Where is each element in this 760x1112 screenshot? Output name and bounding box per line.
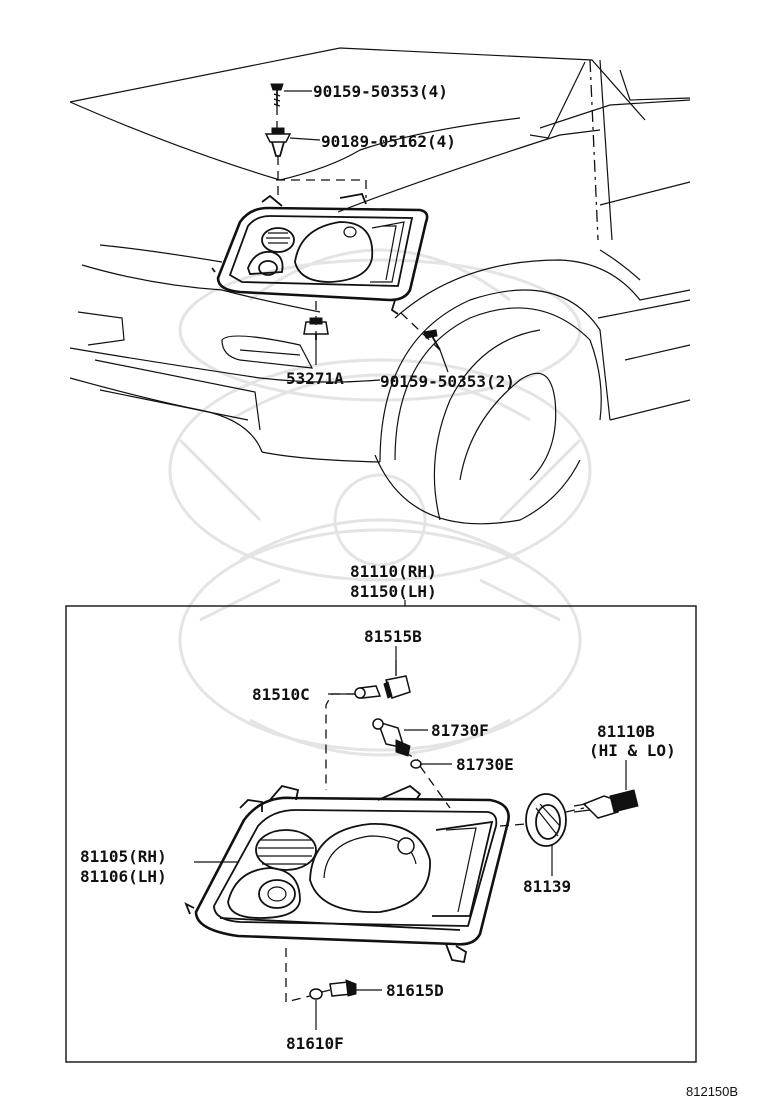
upper-headlamp-assembly [211, 192, 429, 315]
label-bulb-110b: 81110B [597, 722, 655, 741]
label-bulb-610f: 81610F [286, 1034, 344, 1053]
socket-81515b [383, 660, 411, 699]
clip-90189-top [264, 127, 292, 157]
watermark-emblem [168, 248, 592, 757]
label-bolt-top: 90159-50353(4) [313, 82, 448, 101]
upper-install-lines [276, 106, 441, 351]
label-assembly-rh: 81110(RH) [350, 562, 437, 581]
bolt-90159-top [270, 83, 284, 107]
bulb-81510c [354, 685, 382, 699]
vehicle-front-outline [69, 47, 691, 525]
label-cover-139: 81139 [523, 877, 571, 896]
bulb-81730f [372, 718, 411, 757]
bulb-81110b [573, 789, 639, 819]
label-bulb-510c: 81510C [252, 685, 310, 704]
socket-81615d [329, 979, 357, 997]
label-socket-515b: 81515B [364, 627, 422, 646]
upper-callouts [284, 90, 449, 373]
lower-callouts [194, 646, 627, 1030]
cover-81139 [525, 793, 567, 847]
label-bolt-lower: 90159-50353(2) [380, 372, 515, 391]
label-clip-top: 90189-05162(4) [321, 132, 456, 151]
label-bulb-110b-note: (HI & LO) [589, 741, 676, 760]
bulb-81610f [309, 988, 323, 1000]
label-socket-615d: 81615D [386, 981, 444, 1000]
label-bulb-730e: 81730E [456, 755, 514, 774]
assembly-frame [65, 605, 697, 1063]
label-assembly-lh: 81150(LH) [350, 582, 437, 601]
label-housing-lh: 81106(LH) [80, 867, 167, 886]
lower-install-lines [285, 693, 585, 1003]
label-bulb-730f: 81730F [431, 721, 489, 740]
bulb-81730e [410, 759, 422, 769]
label-housing-rh: 81105(RH) [80, 847, 167, 866]
figure-id: 812150B [686, 1084, 738, 1099]
label-retainer: 53271A [286, 369, 344, 388]
lower-headlamp-housing [184, 784, 510, 964]
